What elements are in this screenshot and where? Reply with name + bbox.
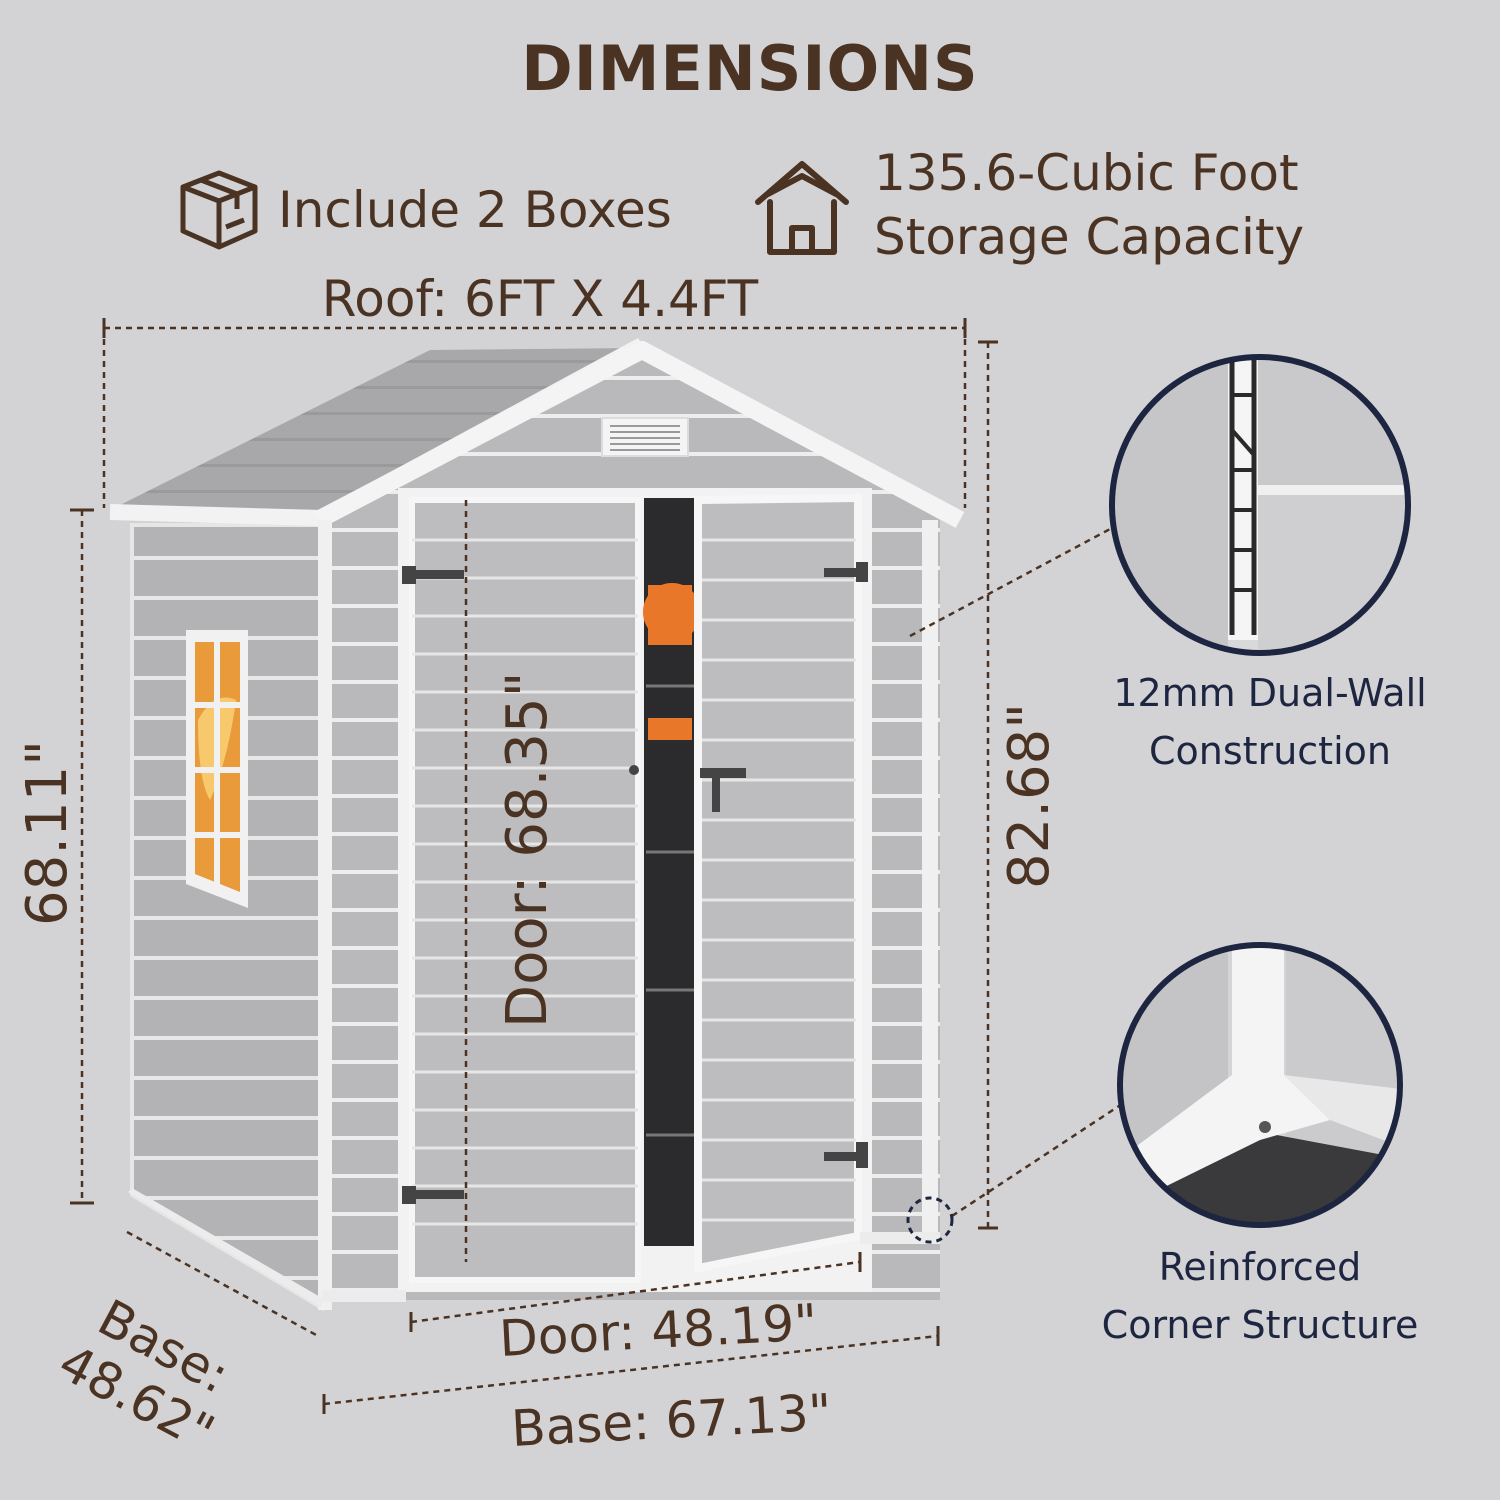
dual-wall-caption-line1: 12mm Dual-Wall xyxy=(1113,671,1427,715)
left-door xyxy=(409,497,641,1283)
detail-pointer-bottom xyxy=(951,1102,1123,1218)
total-height-label: 82.68" xyxy=(997,702,1062,890)
corner-caption-line2: Corner Structure xyxy=(1101,1303,1419,1347)
door-height-label-wrap: Door: 68.35" xyxy=(358,672,698,1028)
corner-marker xyxy=(906,1196,954,1244)
base-depth-line xyxy=(126,1230,319,1338)
door-width-line xyxy=(410,1260,861,1324)
corner-caption: Reinforced Corner Structure xyxy=(1070,1238,1450,1354)
detail-pointer-top xyxy=(909,526,1113,638)
feature-boxes-text: Include 2 Boxes xyxy=(278,181,672,239)
shed-roof xyxy=(110,348,640,515)
box-icon xyxy=(178,169,260,251)
feature-capacity-line1: 135.6-Cubic Foot xyxy=(874,144,1299,202)
side-height-label: 68.11" xyxy=(15,739,80,927)
right-door xyxy=(694,493,862,1273)
dual-wall-caption-line2: Construction xyxy=(1149,729,1391,773)
feature-capacity-line2: Storage Capacity xyxy=(874,208,1305,266)
house-icon xyxy=(752,156,852,256)
dual-wall-caption: 12mm Dual-Wall Construction xyxy=(1080,664,1460,780)
side-window xyxy=(186,630,248,908)
page-title: DIMENSIONS xyxy=(521,32,979,105)
feature-boxes: Include 2 Boxes xyxy=(178,170,672,250)
side-height-label-wrap: 68.11" xyxy=(0,740,148,926)
feature-capacity: 135.6-Cubic Foot Storage Capacity xyxy=(752,142,1304,270)
corner-caption-line1: Reinforced xyxy=(1158,1245,1362,1289)
roof-dimension-label: Roof: 6FT X 4.4FT xyxy=(321,270,759,328)
vent-grille xyxy=(601,417,689,457)
base-width-line xyxy=(323,1334,939,1406)
door-height-label: Door: 68.35" xyxy=(495,671,560,1028)
